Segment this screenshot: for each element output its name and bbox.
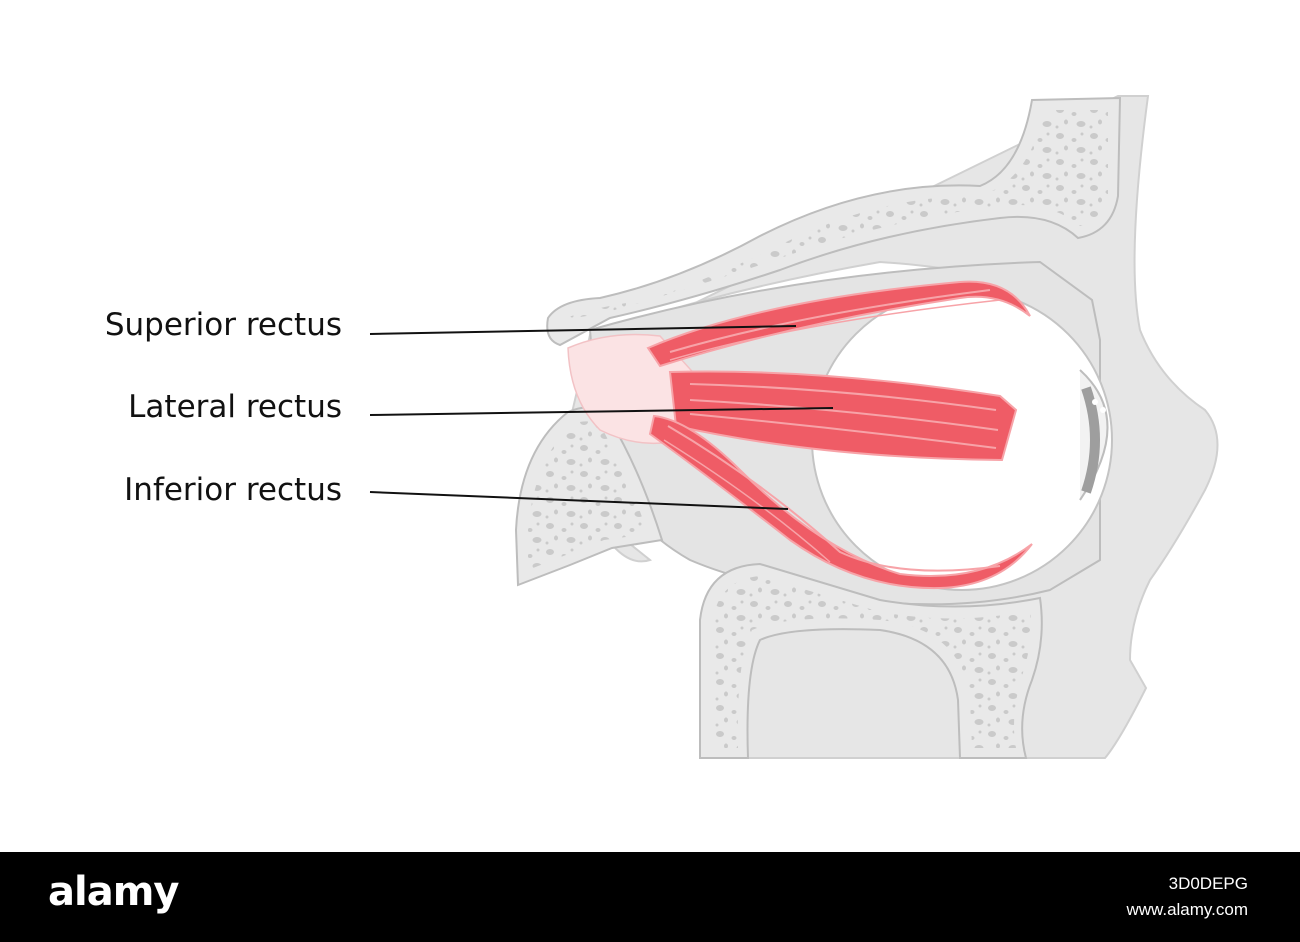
alamy-logo: alamy (48, 872, 178, 912)
inferior-rectus-label: Inferior rectus (124, 475, 342, 506)
lateral-rectus-label: Lateral rectus (128, 392, 342, 423)
watermark-footer: alamy 3D0DEPG www.alamy.com (0, 852, 1300, 942)
superior-rectus-label: Superior rectus (105, 310, 342, 341)
image-id: 3D0DEPG (1169, 874, 1248, 894)
site-url: www.alamy.com (1126, 900, 1248, 920)
eye-orbit-diagram (0, 0, 1300, 852)
